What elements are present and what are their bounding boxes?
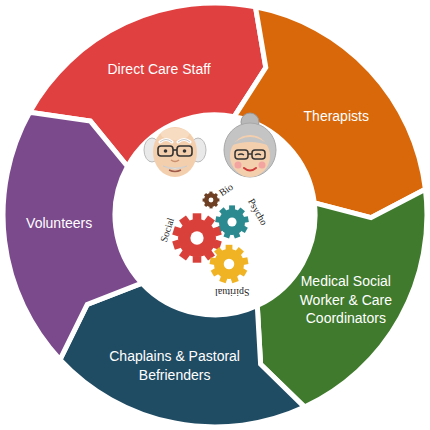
center-disc — [123, 123, 307, 307]
gears — [172, 192, 249, 284]
cycle-segment-label-box: Medical Social Worker & Care Coordinator… — [282, 268, 410, 333]
old-woman-face — [224, 113, 276, 177]
volunteers-segment — [3, 112, 142, 359]
gear-icon — [210, 245, 249, 283]
segment-text: Medical Social Worker & Care Coordinator… — [288, 272, 404, 329]
segment-text: Chaplains & Pastoral Befrienders — [106, 347, 244, 385]
cycle-ring — [3, 3, 427, 427]
cycle-segment-label-box: Volunteers — [9, 210, 109, 237]
gear-icon — [172, 213, 222, 262]
old-man-face — [144, 127, 206, 177]
gear-icon — [203, 192, 220, 209]
segment-text: Therapists — [287, 107, 385, 126]
segment-text: Direct Care Staff — [90, 60, 228, 79]
gear-label: Spiritual — [215, 287, 249, 297]
chaplains-segment — [60, 283, 305, 427]
cycle-segment-label-box: Therapists — [281, 103, 391, 130]
cycle-segment-label-box: Chaplains & Pastoral Befrienders — [100, 343, 250, 389]
segment-text: Volunteers — [15, 214, 103, 233]
cycle-segment-label-box: Direct Care Staff — [84, 56, 234, 83]
